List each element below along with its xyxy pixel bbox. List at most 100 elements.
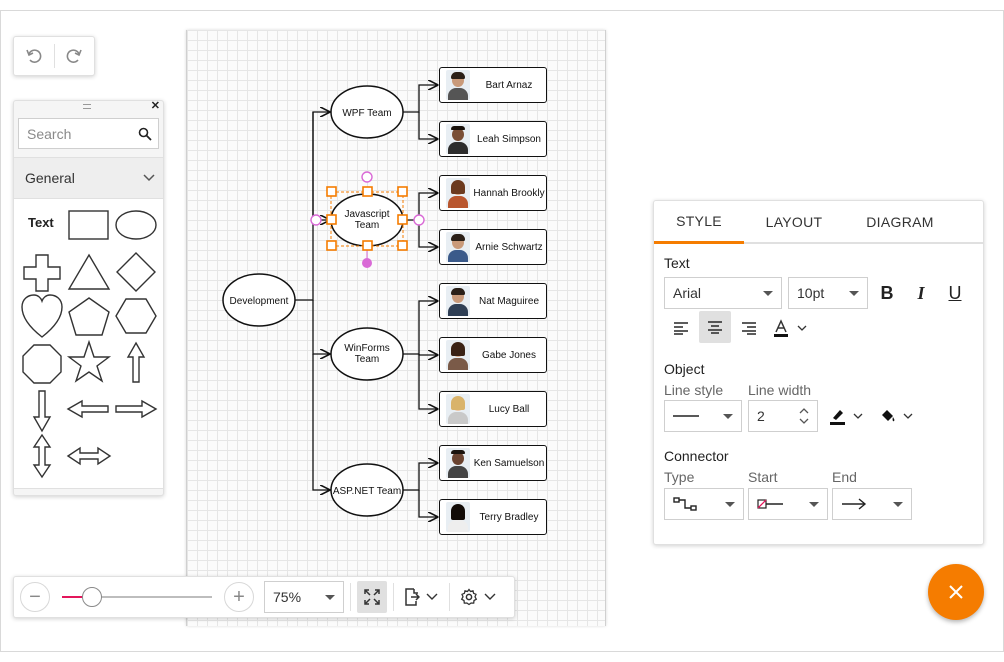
employee-node[interactable]: Hannah Brookly [439, 175, 547, 211]
connector[interactable] [418, 490, 437, 517]
node-javascript-team[interactable]: Javascript Team [330, 193, 404, 247]
double-arrow-vertical-shape[interactable] [32, 433, 52, 479]
search-input[interactable] [25, 124, 138, 143]
employee-node[interactable]: Bart Arnaz [439, 67, 547, 103]
export-button[interactable] [400, 581, 443, 613]
employee-node[interactable]: Nat Maguiree [439, 283, 547, 319]
connector[interactable] [312, 300, 329, 354]
resize-handle[interactable] [397, 186, 408, 197]
heart-shape[interactable] [21, 294, 63, 338]
fit-to-page-button[interactable] [357, 581, 387, 613]
italic-button[interactable]: I [917, 282, 925, 303]
tab-diagram[interactable]: DIAGRAM [866, 213, 934, 230]
employee-node[interactable]: Terry Bradley [439, 499, 547, 535]
text-shape[interactable]: Text [28, 215, 54, 230]
search-icon[interactable] [138, 127, 152, 141]
plus-shape[interactable] [23, 254, 61, 292]
slider-thumb[interactable] [82, 587, 102, 607]
close-icon[interactable]: ✕ [150, 100, 160, 112]
font-color-button[interactable] [770, 313, 810, 343]
connector[interactable] [418, 112, 437, 139]
resize-handle[interactable] [326, 186, 337, 197]
resize-handle[interactable] [397, 240, 408, 251]
node-development[interactable]: Development [222, 273, 296, 327]
arrow-left-shape[interactable] [66, 399, 109, 419]
undo-button[interactable] [14, 37, 54, 75]
resize-handle[interactable] [326, 214, 337, 225]
selection-adorner[interactable] [310, 171, 425, 268]
connector-end-dropdown[interactable] [832, 488, 912, 520]
connector[interactable] [312, 112, 329, 220]
node-wpf-team[interactable]: WPF Team [330, 85, 404, 139]
settings-button[interactable] [456, 581, 501, 613]
connector-start-dropdown[interactable] [748, 488, 828, 520]
connector[interactable] [418, 354, 437, 409]
diamond-shape[interactable] [116, 252, 156, 292]
employee-node[interactable]: Gabe Jones [439, 337, 547, 373]
align-right-button[interactable] [734, 313, 764, 343]
pin-top[interactable] [361, 171, 373, 183]
arrow-right-shape[interactable] [115, 399, 158, 419]
octagon-shape[interactable] [22, 344, 62, 384]
palette-group-general[interactable]: General [14, 157, 163, 199]
connector[interactable] [312, 354, 329, 490]
line-color-button[interactable] [826, 403, 866, 429]
fill-color-button[interactable] [876, 403, 916, 429]
ellipse-shape[interactable] [115, 210, 157, 240]
diagram-canvas[interactable]: Development WPF Team Javascript Team Win… [186, 30, 606, 626]
connector[interactable] [403, 301, 437, 355]
spinner-icon[interactable] [799, 406, 809, 426]
zoom-in-button[interactable]: + [224, 582, 254, 612]
connector[interactable] [403, 193, 437, 221]
tab-style[interactable]: STYLE [654, 201, 744, 244]
divider [393, 583, 394, 611]
caret-down-icon [849, 290, 859, 296]
zoom-level-dropdown[interactable]: 75% [264, 581, 344, 613]
connector-type-label: Type [664, 469, 695, 485]
close-panel-fab[interactable] [928, 564, 984, 620]
font-size-dropdown[interactable]: 10pt [788, 277, 868, 309]
connector-type-dropdown[interactable] [664, 488, 744, 520]
employee-node[interactable]: Leah Simpson [439, 121, 547, 157]
connector[interactable] [403, 85, 437, 113]
employee-node[interactable]: Lucy Ball [439, 391, 547, 427]
resize-handle[interactable] [326, 240, 337, 251]
hexagon-shape[interactable] [115, 298, 157, 334]
node-winforms-team[interactable]: WinForms Team [330, 327, 404, 381]
connector[interactable] [295, 112, 329, 301]
connector[interactable] [418, 354, 437, 355]
rectangle-shape[interactable] [68, 210, 109, 240]
tab-layout[interactable]: LAYOUT [765, 213, 823, 230]
employee-node[interactable]: Ken Samuelson [439, 445, 547, 481]
triangle-shape[interactable] [67, 253, 111, 290]
divider [53, 44, 55, 68]
connector[interactable] [403, 463, 437, 491]
connector[interactable] [418, 220, 437, 247]
align-center-button[interactable] [699, 311, 731, 343]
zoom-slider[interactable] [62, 582, 212, 612]
resize-handle[interactable] [397, 214, 408, 225]
zoom-out-button[interactable]: − [20, 582, 50, 612]
font-family-dropdown[interactable]: Arial [664, 277, 782, 309]
pin-right[interactable] [413, 214, 425, 226]
resize-handle[interactable] [362, 186, 373, 197]
rotate-handle[interactable] [362, 258, 372, 268]
redo-button[interactable] [54, 37, 94, 75]
resize-handle[interactable] [362, 240, 373, 251]
drag-handle-icon[interactable] [83, 104, 91, 109]
bold-button[interactable]: B [880, 282, 894, 303]
line-width-stepper[interactable]: 2 [748, 400, 818, 432]
arrow-up-shape[interactable] [126, 341, 146, 383]
palette-header[interactable]: ✕ [14, 100, 163, 113]
employee-node[interactable]: Arnie Schwartz [439, 229, 547, 265]
star-shape[interactable] [66, 339, 112, 383]
align-left-button[interactable] [666, 313, 696, 343]
underline-button[interactable]: U [948, 282, 962, 303]
node-aspnet-team[interactable]: ASP.NET Team [330, 463, 404, 517]
pin-left[interactable] [310, 214, 322, 226]
pentagon-shape[interactable] [68, 297, 110, 336]
line-style-dropdown[interactable] [664, 400, 742, 432]
line-style-label: Line style [664, 382, 724, 398]
double-arrow-horizontal-shape[interactable] [66, 446, 112, 466]
arrow-down-shape[interactable] [32, 390, 52, 433]
